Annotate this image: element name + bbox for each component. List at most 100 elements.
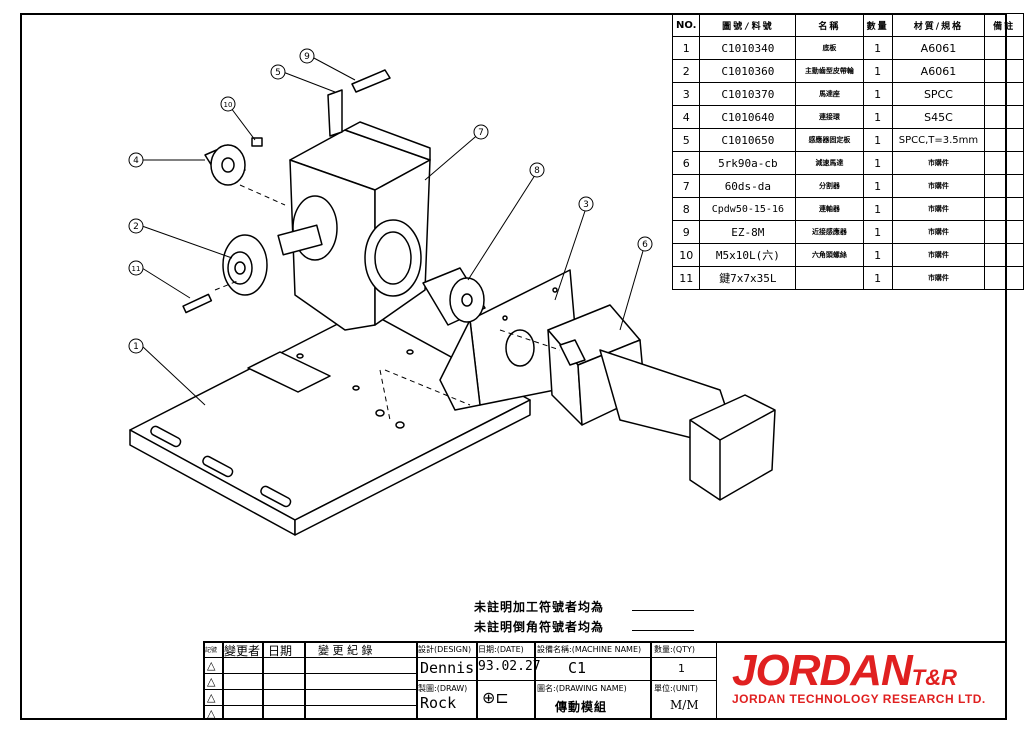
gear-motor bbox=[547, 304, 776, 501]
callout-4-label: 4 bbox=[133, 156, 139, 166]
bom-cell: 連軸器 bbox=[795, 197, 864, 221]
chamfer-note-blank bbox=[632, 630, 694, 631]
bom-cell bbox=[984, 266, 1024, 290]
bom-cell: 六角頭螺絲 bbox=[795, 243, 864, 267]
bom-cell: 4 bbox=[671, 105, 701, 129]
projection-symbol-icon: ⊕⊏ bbox=[482, 688, 509, 707]
callout-2-label: 2 bbox=[133, 222, 139, 232]
company-logo: JORDANT&R JORDAN TECHNOLOGY RESEARCH LTD… bbox=[732, 646, 986, 706]
revision-triangle-icon: △ bbox=[207, 691, 216, 704]
bom-cell: 馬達座 bbox=[795, 82, 864, 106]
callout-7 bbox=[473, 124, 489, 140]
design-label: 設計(DESIGN) bbox=[418, 645, 472, 654]
bom-cell: 5rk90a-cb bbox=[699, 151, 797, 175]
bom-cell: 1 bbox=[862, 105, 893, 129]
base-plate bbox=[129, 309, 531, 536]
bom-cell: 市購件 bbox=[891, 266, 986, 290]
bom-cell: 3 bbox=[671, 82, 701, 106]
bom-cell: 市購件 bbox=[891, 151, 986, 175]
logo-brand: JORDAN bbox=[732, 646, 913, 695]
bom-cell: 近接感應器 bbox=[795, 220, 864, 244]
bom-cell: 10 bbox=[671, 243, 701, 267]
bom-cell: 60ds-da bbox=[699, 174, 797, 198]
drawing-name-value: 傳動模組 bbox=[555, 700, 608, 714]
bom-cell: 2 bbox=[671, 59, 701, 83]
draw-label: 製圖:(DRAW) bbox=[418, 684, 468, 693]
callout-8-label: 8 bbox=[534, 166, 540, 176]
bom-cell: 1 bbox=[862, 174, 893, 198]
bom-cell: 11 bbox=[671, 266, 701, 290]
bom-cell: C1010360 bbox=[699, 59, 797, 83]
bom-cell: 市購件 bbox=[891, 220, 986, 244]
bom-cell: 分割器 bbox=[795, 174, 864, 198]
bom-cell: 感應器固定板 bbox=[795, 128, 864, 152]
bom-cell: S45C bbox=[891, 105, 986, 129]
bom-cell bbox=[984, 36, 1024, 60]
changer-header: 變更者 bbox=[224, 644, 261, 658]
callout-7-label: 7 bbox=[478, 128, 484, 138]
chamfer-note: 未註明倒角符號者均為 bbox=[474, 620, 605, 634]
bom-cell: Cpdw50-15-16 bbox=[699, 197, 797, 221]
date-column-header: 日期 bbox=[268, 644, 293, 658]
change-record-header: 變 更 紀 錄 bbox=[318, 644, 373, 657]
callout-3 bbox=[578, 196, 594, 212]
bom-cell: 1 bbox=[862, 151, 893, 175]
callout-4 bbox=[128, 152, 144, 168]
bom-cell: 1 bbox=[671, 36, 701, 60]
bom-cell: M5x10L(六) bbox=[699, 243, 797, 267]
collar-ring bbox=[204, 144, 246, 186]
bom-header-remark: 備註 bbox=[984, 13, 1024, 37]
timing-pulley bbox=[222, 234, 268, 296]
bom-header-part: 圖號/料號 bbox=[699, 13, 797, 37]
bom-cell: 鍵7x7x35L bbox=[699, 266, 797, 290]
bom-cell: EZ-8M bbox=[699, 220, 797, 244]
bom-cell: 7 bbox=[671, 174, 701, 198]
bom-cell bbox=[984, 243, 1024, 267]
bom-cell bbox=[984, 105, 1024, 129]
date-label: 日期:(DATE) bbox=[478, 645, 524, 654]
sensor-bracket bbox=[327, 89, 343, 137]
bom-cell: 1 bbox=[862, 36, 893, 60]
machine-name-label: 設備名稱:(MACHINE NAME) bbox=[537, 645, 642, 654]
bom-header-qty: 數量 bbox=[862, 13, 893, 37]
bom-cell: 1 bbox=[862, 266, 893, 290]
bom-cell bbox=[984, 128, 1024, 152]
bom-cell: SPCC,T=3.5mm bbox=[891, 128, 986, 152]
qty-value: 1 bbox=[678, 662, 685, 675]
callout-1-label: 1 bbox=[133, 342, 139, 352]
logo-suffix: T&R bbox=[911, 665, 958, 690]
callout-11 bbox=[128, 260, 144, 276]
bom-cell bbox=[984, 197, 1024, 221]
bom-header-row: NO. 圖號/料號 名稱 數量 材質/規格 備註 bbox=[671, 13, 1024, 37]
bom-cell: 9 bbox=[671, 220, 701, 244]
bom-header-no: NO. bbox=[671, 13, 701, 37]
drawer-value: Rock bbox=[420, 694, 457, 712]
callout-6 bbox=[637, 236, 653, 252]
bom-cell: 6 bbox=[671, 151, 701, 175]
unit-value: M/M bbox=[670, 698, 699, 712]
bom-cell: 1 bbox=[862, 128, 893, 152]
callout-10-label: 10 bbox=[224, 101, 233, 109]
bom-cell bbox=[984, 59, 1024, 83]
unit-label: 單位:(UNIT) bbox=[654, 684, 699, 693]
bom-cell: C1010340 bbox=[699, 36, 797, 60]
bom-cell: 主動齒型皮帶輪 bbox=[795, 59, 864, 83]
callout-11-label: 11 bbox=[132, 265, 141, 273]
coupling bbox=[422, 267, 486, 326]
callout-5-label: 5 bbox=[275, 68, 281, 78]
revision-triangle-icon: △ bbox=[207, 659, 216, 672]
bom-cell: A6061 bbox=[891, 59, 986, 83]
callout-8 bbox=[529, 162, 545, 178]
revision-triangle-icon: △ bbox=[207, 675, 216, 688]
bom-cell bbox=[984, 174, 1024, 198]
bom-cell: A6061 bbox=[891, 36, 986, 60]
